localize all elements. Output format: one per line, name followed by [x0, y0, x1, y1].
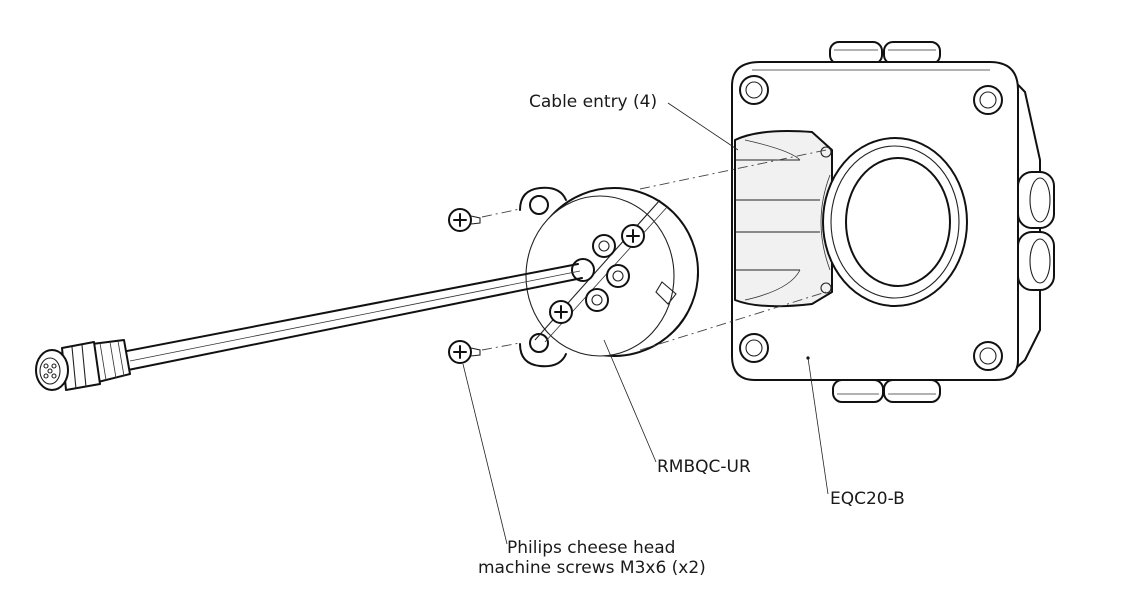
callout-cable-entry: Cable entry (4): [529, 92, 658, 112]
top-cable-glands: [829, 41, 941, 65]
bottom-cable-glands: [832, 379, 941, 403]
corner-screws: [739, 75, 1003, 371]
callout-screws-line2: machine screws M3x6 (x2): [478, 558, 706, 578]
loose-screws: [448, 208, 521, 364]
cable-assembly: [35, 263, 583, 391]
leader-lines: [462, 102, 829, 545]
callout-screws-line1: Philips cheese head: [507, 538, 676, 558]
rmbqc-connector: [519, 149, 827, 368]
callout-eqc20-b: EQC20-B: [830, 489, 905, 509]
callout-rmbqc-ur: RMBQC-UR: [657, 457, 751, 477]
eqc20-enclosure: [731, 41, 1055, 403]
side-cable-glands: [1017, 171, 1055, 291]
